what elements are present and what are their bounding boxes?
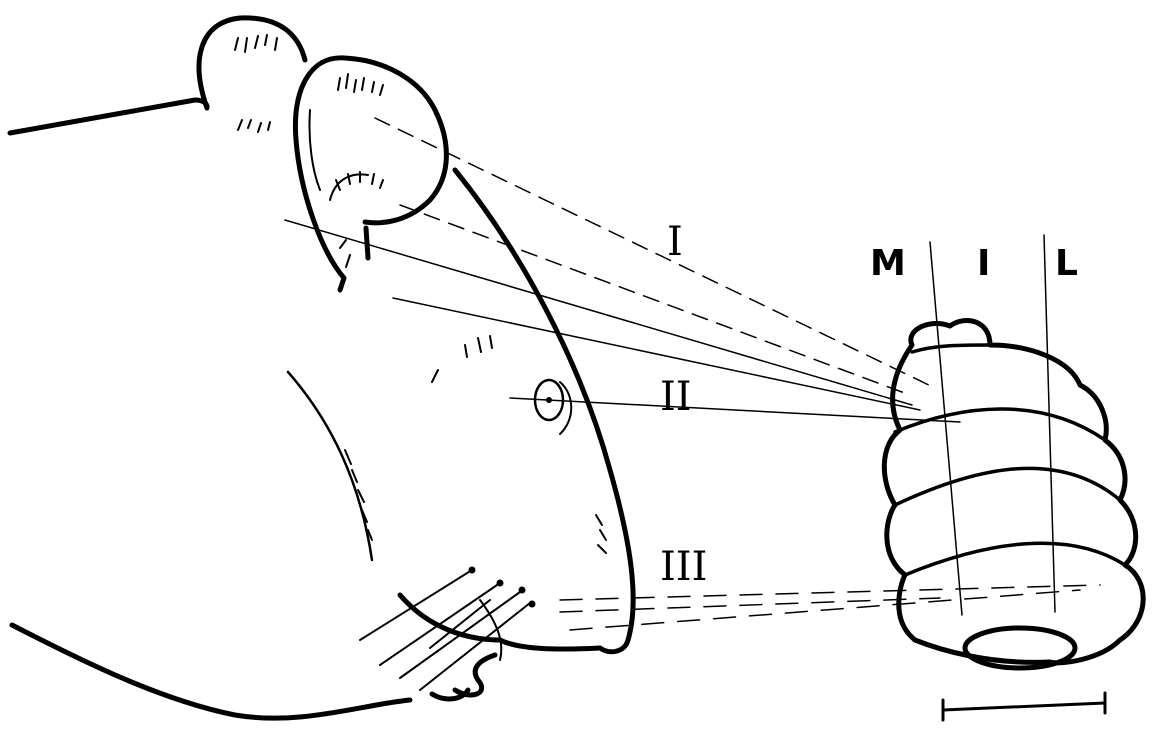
projection-lines bbox=[284, 117, 1101, 631]
scale-bar bbox=[941, 691, 1107, 722]
label-projection-I: I bbox=[667, 219, 683, 265]
chin bbox=[429, 652, 498, 702]
label-projection-II: II bbox=[660, 374, 692, 420]
back-ear-outline bbox=[196, 15, 308, 111]
throat-line bbox=[9, 622, 413, 721]
nucleus-section-drawing bbox=[881, 234, 1146, 671]
eye bbox=[533, 378, 573, 435]
whiskers bbox=[359, 569, 531, 691]
projection-III-dashed-2 bbox=[569, 589, 1081, 631]
label-lateral: L bbox=[1055, 243, 1078, 284]
cap-line bbox=[910, 343, 992, 354]
label-projection-III: III bbox=[660, 544, 707, 590]
label-intermediate: I bbox=[977, 243, 990, 284]
label-medial: M bbox=[870, 243, 906, 284]
cheek-line bbox=[286, 370, 374, 562]
divider-medial bbox=[929, 241, 963, 616]
projection-I-dashed-upper bbox=[374, 117, 936, 389]
neck-top-line bbox=[7, 97, 210, 136]
projection-II-line-1 bbox=[284, 219, 913, 406]
projection-II-line-2 bbox=[392, 297, 921, 411]
divider-lateral bbox=[1043, 234, 1056, 613]
projection-III-dashed-1 bbox=[559, 584, 1101, 601]
region-dividers bbox=[929, 234, 1056, 616]
back-ear-hair bbox=[234, 34, 278, 133]
nucleus-outline bbox=[881, 317, 1146, 666]
face-hair bbox=[431, 335, 607, 554]
lamina-3 bbox=[903, 541, 1127, 577]
front-ear-outline bbox=[292, 55, 449, 293]
whisker-follicles bbox=[468, 566, 536, 608]
lamina-2 bbox=[893, 466, 1122, 507]
projection-III-dashed-3 bbox=[559, 597, 941, 613]
projection-I-dashed-lower bbox=[399, 204, 911, 396]
projection-II-line-3 bbox=[509, 397, 961, 423]
ear-notch bbox=[363, 225, 371, 261]
front-ear-hair bbox=[308, 73, 384, 268]
cheek-hair bbox=[344, 449, 373, 541]
rat-head-drawing bbox=[7, 15, 636, 721]
lamina-1 bbox=[893, 407, 1107, 442]
snout-outline bbox=[452, 167, 636, 655]
nucleus-base bbox=[962, 625, 1078, 671]
